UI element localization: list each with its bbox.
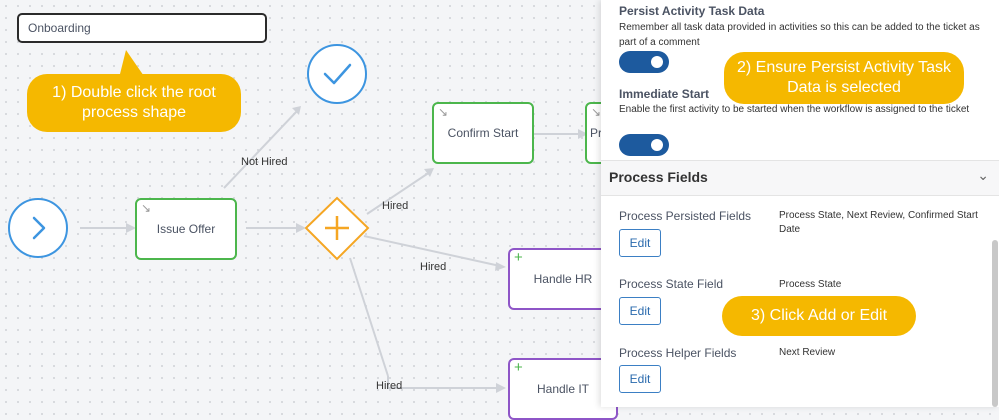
edge-label-hired: Hired (376, 380, 403, 392)
toggle-knob (651, 56, 663, 68)
callout-1: 1) Double click the root process shape (27, 74, 241, 132)
persist-activity-title: Persist Activity Task Data (619, 4, 765, 18)
chevron-down-icon[interactable]: ⌄ (977, 167, 989, 183)
section-title: Process Fields (609, 169, 708, 185)
immediate-start-title: Immediate Start (619, 87, 710, 101)
persisted-fields-value: Process State, Next Review, Confirmed St… (779, 210, 978, 235)
arrow-corner-icon: ↘ (141, 201, 152, 215)
arrowheads (126, 106, 588, 393)
plus-icon: + (514, 249, 523, 266)
persist-activity-toggle[interactable] (619, 51, 669, 73)
immediate-start-description: Enable the first activity to be started … (619, 104, 970, 115)
edit-helper-fields-button[interactable]: Edit (619, 365, 661, 393)
persist-activity-description: Remember all task data provided in activ… (619, 22, 980, 48)
state-field-value: Process State (779, 279, 842, 290)
panel-scrollbar[interactable] (992, 240, 998, 407)
arrow-corner-icon: ↘ (438, 105, 449, 119)
process-fields-header[interactable]: Process Fields ⌄ (601, 160, 999, 196)
task-label: Handle HR (533, 272, 593, 286)
task-label: Issue Offer (156, 222, 216, 236)
plus-icon: + (514, 359, 523, 376)
arrow-corner-icon: ↘ (591, 105, 602, 119)
edge-label-hired: Hired (420, 261, 447, 273)
helper-fields-label: Process Helper Fields (619, 346, 737, 360)
plus-icon (325, 216, 349, 240)
checkmark-icon (323, 63, 352, 85)
helper-fields-value: Next Review (779, 347, 836, 358)
start-event[interactable] (8, 198, 68, 258)
process-name-field[interactable]: Onboarding (17, 13, 267, 43)
state-field-label: Process State Field (619, 277, 724, 291)
toggle-knob (651, 139, 663, 151)
chevron-right-icon (32, 216, 46, 240)
task-label: Confirm Start (447, 126, 519, 140)
callout-3: 3) Click Add or Edit (722, 296, 916, 336)
end-event[interactable] (307, 44, 367, 104)
immediate-start-toggle[interactable] (619, 134, 669, 156)
edit-state-field-button[interactable]: Edit (619, 297, 661, 325)
callout-2: 2) Ensure Persist Activity Task Data is … (724, 52, 964, 104)
edge-label-not-hired: Not Hired (241, 156, 288, 168)
edge-label-hired: Hired (382, 200, 409, 212)
connectors (80, 109, 582, 389)
task-confirm-start[interactable]: ↘ Confirm Start (432, 102, 534, 164)
task-label: Handle IT (536, 382, 590, 396)
parallel-gateway[interactable] (304, 196, 370, 261)
persisted-fields-label: Process Persisted Fields (619, 209, 752, 223)
task-issue-offer[interactable]: ↘ Issue Offer (135, 198, 237, 260)
edit-persisted-fields-button[interactable]: Edit (619, 229, 661, 257)
